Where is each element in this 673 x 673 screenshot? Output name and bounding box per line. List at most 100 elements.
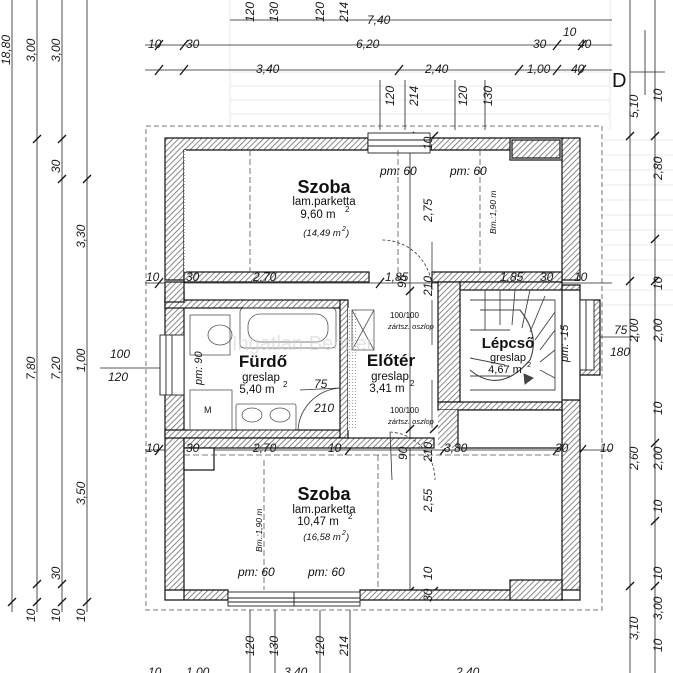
- dim-text: 10: [148, 665, 162, 673]
- area-szoba-top: 9,60 m: [300, 209, 335, 221]
- floor-furdo: greslap: [242, 372, 280, 384]
- sill-height-label: pm: 60: [307, 565, 345, 579]
- ceiling-height-label: Bm.:1,90 m: [488, 191, 498, 234]
- room-name-szoba-bottom: Szoba: [297, 484, 351, 504]
- room-name-eloter: Előtér: [367, 351, 416, 370]
- area-szoba-bottom: 10,47 m: [297, 516, 339, 528]
- area-exp-szoba-bottom: 2: [348, 512, 353, 521]
- dim-text: 120: [313, 2, 327, 22]
- dim-text: 1,85: [385, 270, 409, 284]
- dim-text: 40: [571, 62, 585, 76]
- dim-text: 2,00: [627, 318, 641, 343]
- dim-text: 5,10: [627, 94, 641, 118]
- annotations: pm: 60 pm: 60 pm: 60 pm: 60 pm: 90 pm: -…: [193, 70, 626, 579]
- interior-dimensions: 10 30 2,70 1,85 1,85 30 10 2,75 10 95 21…: [146, 136, 614, 602]
- dim-text: 3,10: [627, 616, 641, 640]
- sill-height-label: pm: 60: [237, 565, 275, 579]
- door-size-label: 100/100: [390, 406, 419, 415]
- dim-text: 210: [421, 276, 435, 297]
- dim-text: 10: [651, 566, 665, 580]
- area-exp-eloter: 2: [410, 379, 415, 388]
- dim-text: 10: [600, 441, 614, 455]
- dim-text: 2,40: [424, 62, 449, 76]
- dim-text: 2,55: [421, 488, 435, 513]
- top-dimensions: 10 30 6,20 30 10 40 7,40 3,40 2,40 1,00 …: [148, 2, 592, 107]
- area-exp-szoba-top: 2: [345, 205, 350, 214]
- sill-height-label: pm: 60: [379, 164, 417, 178]
- room-name-furdo: Fürdő: [239, 352, 287, 371]
- area-exp-furdo: 2: [283, 380, 288, 389]
- dim-text: 120: [313, 636, 327, 656]
- dim-text: 120: [456, 86, 470, 106]
- dim-text: 10: [651, 638, 665, 652]
- dim-text: 2,60: [627, 446, 641, 471]
- dim-text: 2,70: [252, 441, 277, 455]
- door-note-label: zártsz. oszlop: [387, 322, 434, 331]
- dim-text: 30: [186, 270, 200, 284]
- dim-text: 10: [146, 441, 160, 455]
- dim-text: 3,50: [74, 481, 88, 505]
- dim-text: 30: [186, 37, 200, 51]
- dim-text: 3,00: [24, 38, 38, 62]
- room-labels: Szoba lam.parketta 9,60 m 2 (14,49 m 2 )…: [239, 177, 534, 543]
- dim-text: 214: [407, 86, 421, 107]
- gross-exp-szoba-top: 2: [341, 226, 346, 233]
- walls: [164, 137, 601, 601]
- washer-icon: M: [204, 405, 212, 415]
- dim-text: 2,70: [252, 270, 277, 284]
- dim-text: 1,85: [500, 270, 524, 284]
- floor-lepcso: greslap: [490, 352, 526, 364]
- dim-text: 2,00: [651, 318, 665, 343]
- bottom-dimensions: 120 130 120 214 10 1,00 3,40 2,40: [148, 636, 480, 673]
- sill-height-label: pm: -15: [559, 324, 571, 363]
- dim-text: 3,40: [256, 62, 280, 76]
- wardrobe: [351, 309, 375, 351]
- dim-text: 10: [651, 499, 665, 513]
- dim-text: 2,40: [455, 665, 480, 673]
- dim-text: 2,00: [651, 446, 665, 471]
- dim-text: 10: [651, 276, 665, 290]
- staircase: [469, 289, 556, 391]
- gross-szoba-bottom: (16,58 m: [303, 532, 341, 543]
- dim-text: 214: [337, 2, 351, 23]
- dim-text: 10: [563, 25, 577, 39]
- dim-text: 120: [243, 2, 257, 22]
- dim-text: 30: [49, 566, 63, 580]
- floor-eloter: greslap: [371, 371, 409, 383]
- area-eloter: 3,41 m: [369, 383, 404, 395]
- dim-text: 30: [540, 270, 554, 284]
- dim-text: 130: [267, 2, 281, 22]
- dim-text: 120: [243, 636, 257, 656]
- dim-text: 10: [49, 608, 63, 622]
- dim-text: 130: [481, 86, 495, 106]
- dim-text: 30: [533, 37, 547, 51]
- dim-text: 3,00: [49, 38, 63, 62]
- dim-text: 214: [337, 636, 351, 657]
- dim-text: 180: [610, 345, 630, 359]
- dim-text: 1,00: [74, 348, 88, 372]
- dim-text: 10: [328, 441, 342, 455]
- dim-text: 1,00: [186, 665, 210, 673]
- dim-text: 100: [110, 347, 130, 361]
- dim-text: 3,00: [651, 596, 665, 620]
- dim-text: 10: [574, 270, 588, 284]
- dim-text: 3,80: [444, 441, 468, 455]
- insulation: [184, 150, 358, 430]
- room-name-szoba-top: Szoba: [297, 177, 351, 197]
- dim-text: 75: [614, 323, 628, 337]
- ceiling-height-label: Bm.:1,90 m: [254, 509, 264, 552]
- windows: [159, 132, 595, 607]
- dim-text: 10: [146, 270, 160, 284]
- dim-text: 75: [314, 377, 328, 391]
- dim-text: 2,80: [651, 156, 665, 181]
- bathroom-fixtures: [189, 307, 337, 431]
- roof-grid: [229, 0, 673, 306]
- dim-text: 1,00: [527, 62, 551, 76]
- gross-close-szoba-top: ): [345, 228, 349, 239]
- area-furdo: 5,40 m: [239, 384, 274, 396]
- dim-text: 120: [108, 370, 128, 384]
- dim-text: 10: [651, 401, 665, 415]
- dim-text: 30: [555, 441, 569, 455]
- dim-text: 30: [186, 441, 200, 455]
